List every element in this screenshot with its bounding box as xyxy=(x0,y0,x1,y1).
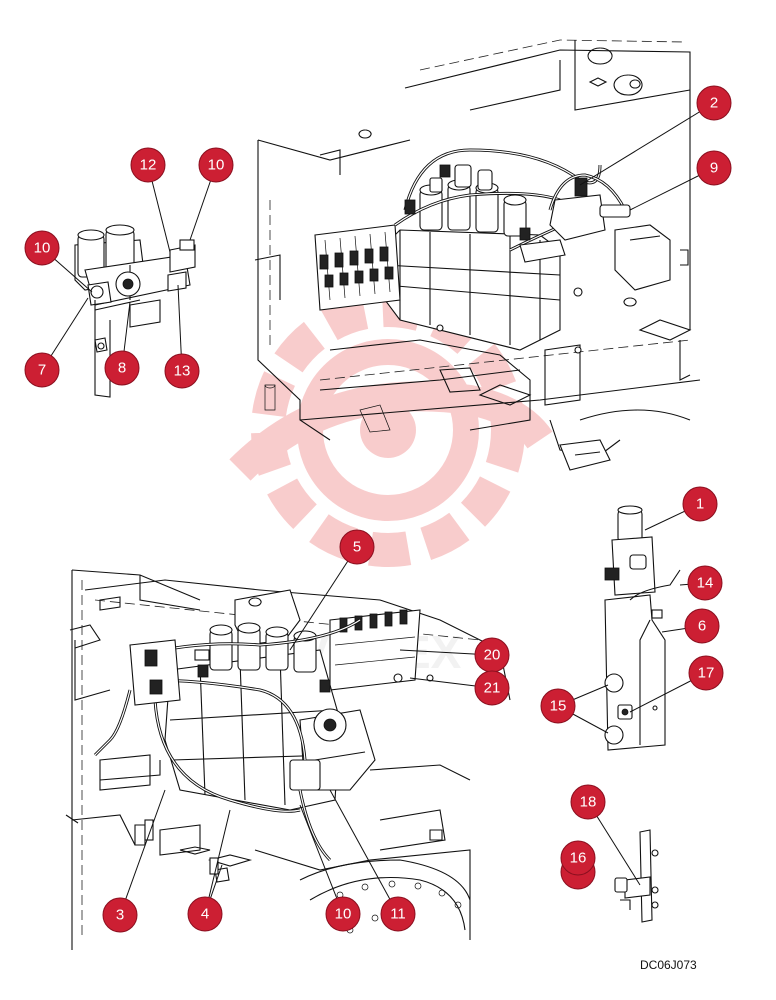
svg-text:6: 6 xyxy=(698,618,706,635)
callout-3: 3 xyxy=(102,897,138,933)
bottom-main-assembly-drawing xyxy=(65,569,511,950)
callout-16: 16 xyxy=(560,840,596,876)
svg-text:7: 7 xyxy=(38,362,46,379)
svg-text:13: 13 xyxy=(174,363,191,380)
svg-text:8: 8 xyxy=(118,360,126,377)
callout-9: 9 xyxy=(696,150,732,186)
callout-20: 20 xyxy=(474,637,510,673)
svg-text:9: 9 xyxy=(710,160,718,177)
callout-8: 8 xyxy=(104,350,140,386)
svg-text:20: 20 xyxy=(484,647,501,664)
callout-10-top: 10 xyxy=(198,147,234,183)
svg-text:10: 10 xyxy=(335,906,352,923)
svg-text:15: 15 xyxy=(550,698,567,715)
callout-11: 11 xyxy=(380,896,416,932)
svg-text:10: 10 xyxy=(34,240,51,257)
svg-text:21: 21 xyxy=(484,680,501,697)
svg-text:14: 14 xyxy=(697,575,714,592)
callout-4: 4 xyxy=(187,896,223,932)
solenoid-bracket-drawing xyxy=(604,505,681,751)
svg-text:1: 1 xyxy=(696,496,704,513)
callout-14: 14 xyxy=(687,565,723,601)
svg-text:2: 2 xyxy=(710,95,718,112)
callout-5: 5 xyxy=(339,529,375,565)
callout-7: 7 xyxy=(24,352,60,388)
top-main-assembly-drawing xyxy=(254,39,701,471)
svg-text:16: 16 xyxy=(570,850,587,867)
callout-18: 18 xyxy=(570,784,606,820)
callout-21: 21 xyxy=(474,670,510,706)
callout-6: 6 xyxy=(684,608,720,644)
leader-lines xyxy=(41,102,715,916)
callout-15: 15 xyxy=(540,688,576,724)
svg-text:4: 4 xyxy=(201,906,209,923)
small-bracket-drawing xyxy=(614,829,659,923)
callout-17: 17 xyxy=(688,655,724,691)
svg-text:10: 10 xyxy=(208,157,225,174)
callout-13: 13 xyxy=(164,353,200,389)
svg-text:11: 11 xyxy=(390,906,406,923)
callout-1: 1 xyxy=(682,486,718,522)
svg-text:5: 5 xyxy=(353,539,361,556)
callout-10-bottom: 10 xyxy=(325,896,361,932)
svg-text:17: 17 xyxy=(698,665,715,682)
callout-10-left: 10 xyxy=(24,230,60,266)
callout-12: 12 xyxy=(130,147,166,183)
drawing-code: DC06J073 xyxy=(640,958,697,972)
svg-text:18: 18 xyxy=(580,794,597,811)
callout-2: 2 xyxy=(696,85,732,121)
svg-text:12: 12 xyxy=(140,157,157,174)
solenoid-valve-detail-drawing xyxy=(74,224,196,398)
svg-text:3: 3 xyxy=(116,907,124,924)
